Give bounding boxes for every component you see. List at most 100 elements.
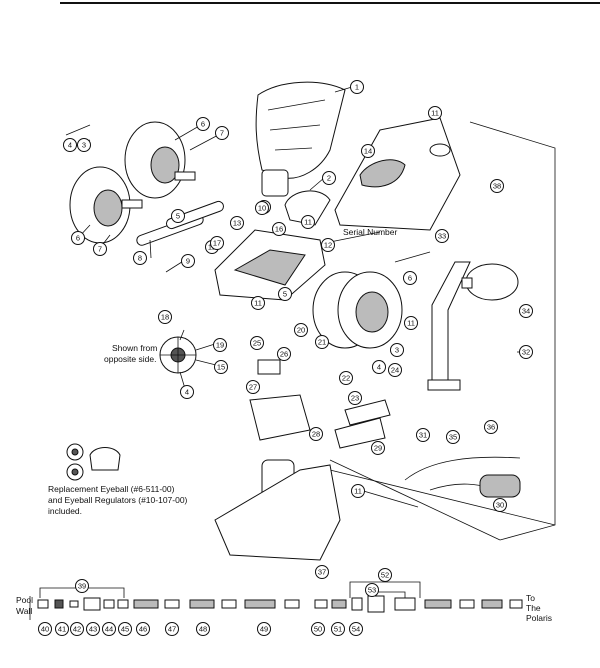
- svg-text:11: 11: [431, 109, 439, 118]
- svg-text:4: 4: [68, 141, 72, 150]
- serial-number-label: Serial Number: [343, 227, 397, 237]
- callout-20: 20: [294, 323, 308, 337]
- svg-text:52: 52: [381, 571, 389, 580]
- callout-13: 13: [230, 216, 244, 230]
- callout-2: 2: [322, 171, 336, 185]
- callout-9-2: 9: [181, 254, 195, 268]
- svg-text:19: 19: [216, 341, 224, 350]
- svg-text:46: 46: [139, 625, 147, 634]
- svg-text:23: 23: [351, 394, 359, 403]
- svg-text:12: 12: [324, 241, 332, 250]
- callout-4-1: 4: [63, 138, 77, 152]
- svg-text:33: 33: [438, 232, 446, 241]
- replacement-note-1: Replacement Eyeball (#6-511-00): [48, 484, 175, 494]
- svg-text:15: 15: [217, 363, 225, 372]
- svg-text:32: 32: [522, 348, 530, 357]
- svg-text:37: 37: [318, 568, 326, 577]
- svg-text:6: 6: [201, 120, 205, 129]
- pool-wall-label-1: Pool: [16, 595, 33, 605]
- callout-5-1: 5: [171, 209, 185, 223]
- sweep-tube: [427, 261, 519, 391]
- callout-51: 51: [331, 622, 345, 636]
- callout-group: 1233444556667789910111111111112121314151…: [38, 80, 533, 636]
- svg-text:10: 10: [258, 204, 266, 213]
- callout-49: 49: [257, 622, 271, 636]
- svg-text:31: 31: [419, 431, 427, 440]
- chassis: [214, 190, 331, 301]
- callout-7-1: 7: [215, 126, 229, 140]
- callout-34: 34: [519, 304, 533, 318]
- callout-50: 50: [311, 622, 325, 636]
- frame-lines: [329, 121, 556, 541]
- callout-4-2: 4: [372, 360, 386, 374]
- callout-4-3: 4: [180, 385, 194, 399]
- svg-text:3: 3: [395, 346, 399, 355]
- svg-text:54: 54: [352, 625, 360, 634]
- svg-text:41: 41: [58, 625, 66, 634]
- callout-47: 47: [165, 622, 179, 636]
- svg-text:38: 38: [493, 182, 501, 191]
- svg-text:47: 47: [168, 625, 176, 634]
- svg-text:49: 49: [260, 625, 268, 634]
- callout-8: 8: [133, 251, 147, 265]
- svg-text:6: 6: [408, 274, 412, 283]
- opposite-side-gear: [159, 336, 197, 374]
- svg-text:40: 40: [41, 625, 49, 634]
- to-polaris-label-2: The: [526, 603, 541, 613]
- callout-52: 52: [378, 568, 392, 582]
- svg-text:29: 29: [374, 444, 382, 453]
- svg-text:3: 3: [82, 141, 86, 150]
- svg-text:16: 16: [275, 225, 283, 234]
- callout-5-2: 5: [278, 287, 292, 301]
- callout-18: 18: [158, 310, 172, 324]
- svg-text:45: 45: [121, 625, 129, 634]
- svg-text:5: 5: [176, 212, 180, 221]
- svg-text:6: 6: [76, 234, 80, 243]
- svg-text:11: 11: [254, 299, 262, 308]
- callout-29: 29: [371, 441, 385, 455]
- svg-text:51: 51: [334, 625, 342, 634]
- svg-text:1: 1: [355, 83, 359, 92]
- callout-38: 38: [490, 179, 504, 193]
- svg-text:42: 42: [73, 625, 81, 634]
- svg-text:7: 7: [98, 245, 102, 254]
- svg-text:7: 7: [220, 129, 224, 138]
- feed-hose-row: [29, 595, 523, 620]
- left-wheels: [69, 121, 196, 244]
- callout-7-2: 7: [93, 242, 107, 256]
- top-housing: [334, 117, 461, 231]
- svg-text:18: 18: [161, 313, 169, 322]
- callout-26: 26: [277, 347, 291, 361]
- svg-text:53: 53: [368, 586, 376, 595]
- callout-3-2: 3: [390, 343, 404, 357]
- callout-31: 31: [416, 428, 430, 442]
- callout-15: 15: [214, 360, 228, 374]
- svg-text:44: 44: [105, 625, 113, 634]
- callout-6-2: 6: [71, 231, 85, 245]
- callout-40: 40: [38, 622, 52, 636]
- callout-16: 16: [272, 222, 286, 236]
- callout-23: 23: [348, 391, 362, 405]
- callout-21: 21: [315, 335, 329, 349]
- right-wheel: [312, 271, 403, 349]
- backup-valve-parts: [249, 359, 391, 449]
- svg-text:11: 11: [354, 487, 362, 496]
- callout-53: 53: [365, 583, 379, 597]
- callout-28: 28: [309, 427, 323, 441]
- callout-41: 41: [55, 622, 69, 636]
- callout-11-2: 11: [251, 296, 265, 310]
- sweep-hose: [404, 456, 521, 498]
- svg-text:8: 8: [138, 254, 142, 263]
- callout-11-3: 11: [428, 106, 442, 120]
- callout-1: 1: [350, 80, 364, 94]
- svg-text:48: 48: [199, 625, 207, 634]
- to-polaris-label-1: To: [526, 593, 535, 603]
- svg-text:24: 24: [391, 366, 399, 375]
- callout-37: 37: [315, 565, 329, 579]
- svg-text:34: 34: [522, 307, 530, 316]
- callout-44: 44: [102, 622, 116, 636]
- svg-text:50: 50: [314, 625, 322, 634]
- callout-35: 35: [446, 430, 460, 444]
- shown-from-label-2: opposite side.: [104, 354, 156, 364]
